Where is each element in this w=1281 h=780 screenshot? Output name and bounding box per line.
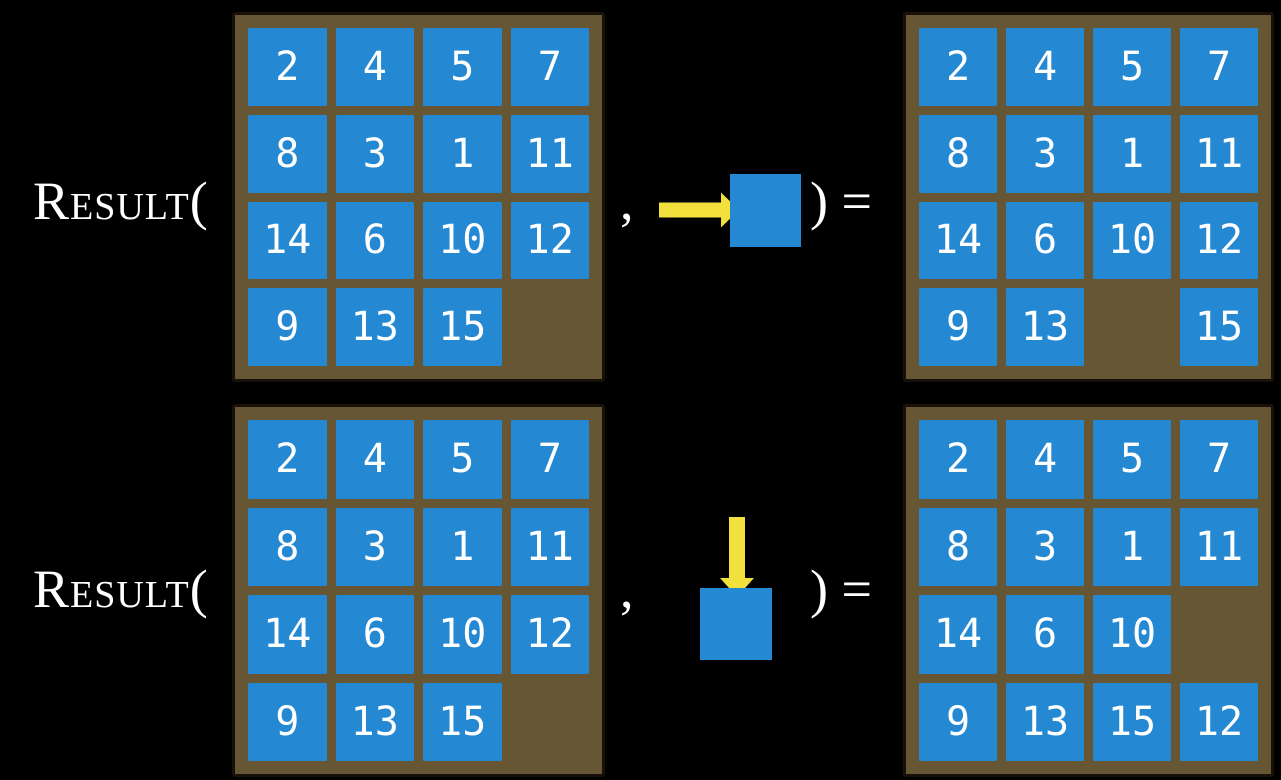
puzzle-tile-13: 13 [1006,682,1084,761]
empty-cell [1093,288,1171,366]
puzzle-tile-2: 2 [919,420,997,499]
puzzle-tile-12: 12 [510,595,589,674]
puzzle-tile-1: 1 [1093,507,1171,586]
puzzle-tile-4: 4 [1006,420,1084,499]
close-paren-equals-1: ) = [810,171,872,231]
empty-cell [511,288,590,366]
puzzle-tile-10: 10 [1093,201,1171,280]
puzzle-tile-5: 5 [423,420,502,499]
puzzle-tile-13: 13 [335,682,414,761]
puzzle-tile-8: 8 [248,507,327,586]
puzzle-tile-15: 15 [423,288,502,366]
puzzle-tile-1: 1 [423,114,502,193]
puzzle-tile-8: 8 [919,114,997,193]
comma-separator-2: , [620,559,634,619]
puzzle-tile-3: 3 [1006,507,1084,586]
puzzle-tile-13: 13 [1006,288,1084,366]
puzzle-tile-2: 2 [248,420,327,499]
puzzle-tile-12: 12 [510,201,589,280]
puzzle-tile-10: 10 [423,595,502,674]
puzzle-tile-7: 7 [510,28,589,106]
puzzle-tile-14: 14 [919,201,997,280]
puzzle-tile-12: 12 [1180,682,1258,761]
puzzle-tile-5: 5 [423,28,502,106]
puzzle-tile-9: 9 [248,682,327,761]
action-tile-1 [730,174,801,247]
puzzle-tile-6: 6 [1006,595,1084,674]
puzzle-tile-13: 13 [335,288,414,366]
puzzle-tile-11: 11 [510,507,589,586]
puzzle-tile-9: 9 [248,288,327,366]
puzzle-tile-9: 9 [919,682,997,761]
puzzle-tile-5: 5 [1093,28,1171,106]
puzzle-tile-9: 9 [919,288,997,366]
puzzle-tile-1: 1 [1093,114,1171,193]
puzzle-tile-6: 6 [335,595,414,674]
puzzle-tile-8: 8 [248,114,327,193]
puzzle-tile-2: 2 [248,28,327,106]
result-function-label-2: Result( [33,559,209,619]
puzzle-tile-3: 3 [1006,114,1084,193]
puzzle-tile-14: 14 [919,595,997,674]
close-paren-equals-2: ) = [810,559,872,619]
puzzle-tile-4: 4 [335,28,414,106]
puzzle-tile-11: 11 [1180,114,1258,193]
result-function-label-1: Result( [33,171,209,231]
puzzle-tile-4: 4 [335,420,414,499]
puzzle-tile-10: 10 [1093,595,1171,674]
puzzle-tile-7: 7 [1180,28,1258,106]
puzzle-tile-8: 8 [919,507,997,586]
puzzle-tile-3: 3 [335,507,414,586]
puzzle-tile-11: 11 [1180,507,1258,586]
puzzle-tile-7: 7 [510,420,589,499]
empty-cell [1180,595,1258,674]
puzzle-tile-12: 12 [1180,201,1258,280]
puzzle-tile-14: 14 [248,595,327,674]
puzzle-tile-11: 11 [510,114,589,193]
puzzle-tile-10: 10 [423,201,502,280]
empty-cell [511,683,590,762]
puzzle-tile-1: 1 [423,507,502,586]
comma-separator-1: , [620,171,634,231]
down-arrow-icon [720,517,754,597]
puzzle-tile-15: 15 [423,682,502,761]
puzzle-tile-15: 15 [1093,682,1171,761]
puzzle-tile-2: 2 [919,28,997,106]
puzzle-tile-14: 14 [248,201,327,280]
puzzle-tile-7: 7 [1180,420,1258,499]
puzzle-tile-6: 6 [335,201,414,280]
puzzle-tile-3: 3 [335,114,414,193]
puzzle-tile-4: 4 [1006,28,1084,106]
right-arrow-icon [659,192,739,228]
action-tile-2 [700,588,772,660]
puzzle-tile-6: 6 [1006,201,1084,280]
puzzle-tile-5: 5 [1093,420,1171,499]
puzzle-tile-15: 15 [1180,288,1258,366]
